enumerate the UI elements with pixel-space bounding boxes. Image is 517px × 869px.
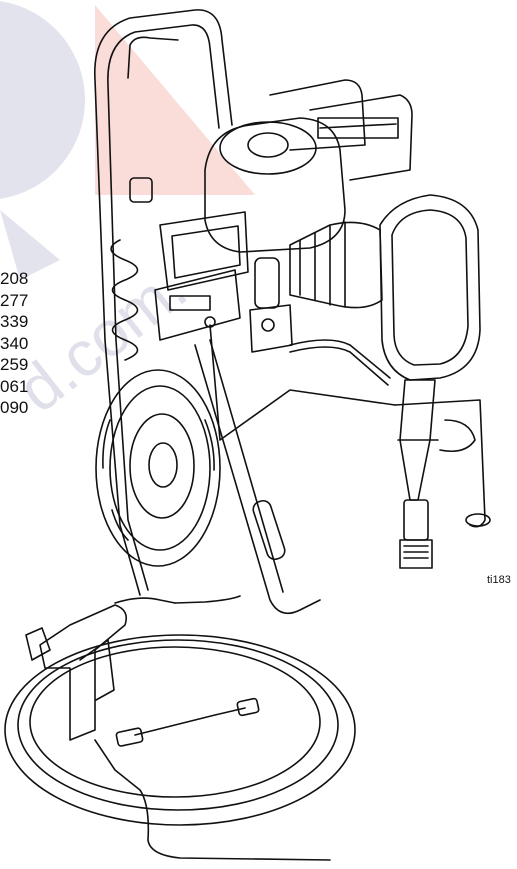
part-number-2: 339	[0, 312, 29, 331]
part-number-list: 208 277 339 340 259 061 090	[0, 268, 60, 419]
figure-reference: ti183	[487, 574, 511, 586]
part-number-3: 340	[0, 333, 29, 353]
part-number-5: 061	[0, 376, 29, 396]
part-number-0: 208	[0, 269, 29, 288]
part-number-4: 259	[0, 355, 29, 374]
part-number-6: 090	[0, 398, 29, 417]
part-number-1: 277	[0, 290, 29, 310]
